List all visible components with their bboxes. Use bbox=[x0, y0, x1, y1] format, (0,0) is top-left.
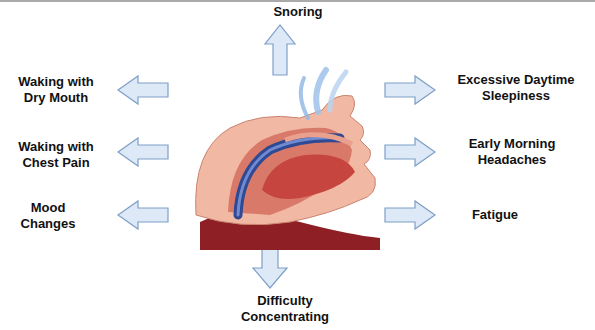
head-figure bbox=[196, 70, 380, 250]
arrow-up bbox=[265, 25, 295, 75]
air-stream bbox=[301, 78, 308, 118]
air-stream bbox=[330, 72, 346, 110]
symptom-label: Excessive Daytime Sleepiness bbox=[446, 72, 586, 104]
arrow-left bbox=[118, 201, 168, 229]
arrow-right bbox=[385, 76, 435, 104]
tongue bbox=[262, 155, 355, 199]
top-rule bbox=[0, 1, 595, 2]
symptom-label: Snoring bbox=[273, 4, 322, 20]
head bbox=[196, 95, 376, 225]
symptom-label: Waking with Chest Pain bbox=[7, 139, 105, 171]
symptom-label: Mood Changes bbox=[11, 200, 85, 232]
palate bbox=[285, 135, 352, 144]
arrow-right bbox=[385, 201, 435, 229]
arrow-left bbox=[118, 138, 168, 166]
symptom-label: Difficulty Concentrating bbox=[225, 293, 345, 325]
block-arrows bbox=[118, 25, 435, 288]
symptom-label: Early Morning Headaches bbox=[442, 136, 582, 168]
arrow-left bbox=[118, 76, 168, 104]
arrow-right bbox=[385, 138, 435, 166]
symptom-label: Waking with Dry Mouth bbox=[7, 74, 105, 106]
symptom-label: Fatigue bbox=[472, 207, 518, 223]
air-stream bbox=[316, 70, 326, 112]
